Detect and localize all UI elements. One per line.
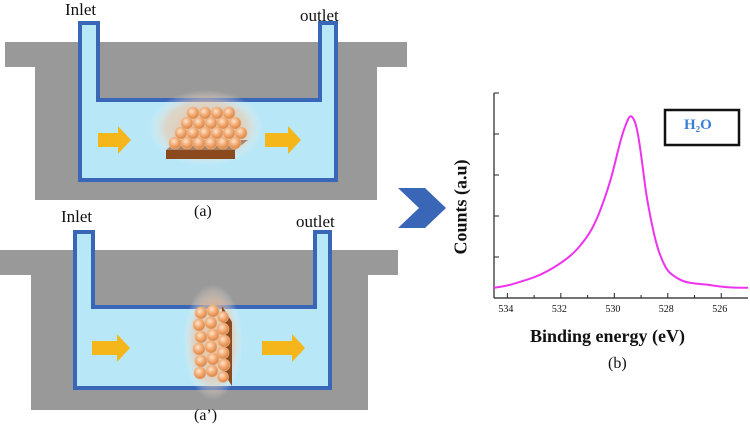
legend-label: H₂O: [684, 117, 712, 133]
outlet-label-a: outlet: [300, 6, 339, 25]
y-axis-title: Counts (a.u): [450, 159, 471, 255]
caption-a: (a): [194, 203, 212, 220]
x-tick-label: 534: [498, 304, 514, 315]
series-line-h2o: [493, 115, 748, 289]
x-tick-label: 530: [605, 304, 621, 315]
outlet-label-a-prime: outlet: [296, 212, 335, 231]
particle-column-a-prime: [183, 284, 243, 400]
caption-b: (b): [608, 355, 627, 372]
particle-bed-a: [148, 90, 264, 166]
flow-arrow-right-a-prime: [262, 334, 305, 362]
x-tick-label: 526: [712, 304, 728, 315]
x-tick-label: 532: [551, 304, 567, 315]
caption-a-prime: (a’): [194, 407, 218, 424]
plot-frame: [493, 93, 748, 299]
flow-arrow-left-a-prime: [92, 334, 130, 362]
legend-box: [663, 108, 741, 147]
x-axis-title: Binding energy (eV): [530, 326, 685, 346]
inlet-label-a: Inlet: [65, 0, 97, 19]
x-tick-label: 528: [658, 304, 674, 315]
y-axis-ticks: [494, 92, 499, 299]
x-axis-ticks: [506, 293, 722, 298]
inlet-label-a-prime: Inlet: [61, 207, 93, 226]
chevron-right-icon: [398, 188, 446, 228]
flow-arrow-left-a: [98, 126, 131, 154]
flow-arrow-right-a: [265, 126, 301, 154]
